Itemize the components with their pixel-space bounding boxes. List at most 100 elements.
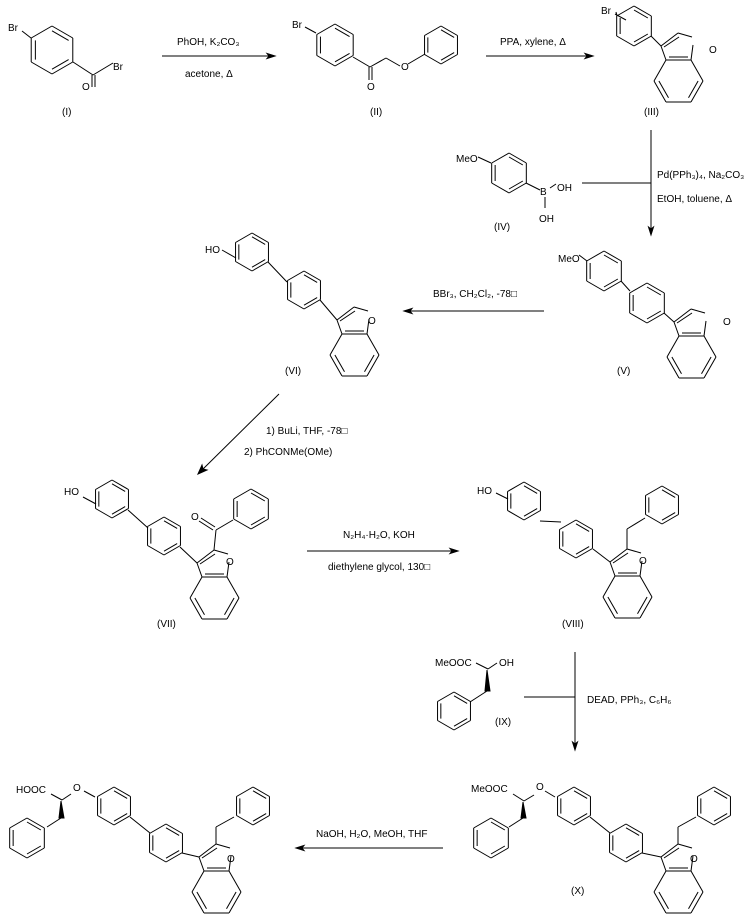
ring-bond [616,5,635,17]
benzo-double-bond [658,891,669,910]
furan-bond [196,549,215,564]
compound-IV-label: (IV) [494,222,510,233]
ring-bond [633,5,652,17]
ring-bond [473,817,492,829]
benzo-double-bond [194,597,205,616]
ring-bond [287,299,305,310]
furan-bond [660,843,679,858]
compound-X-ester: MeOOC [471,784,508,795]
ring-bond [491,182,510,194]
ring-bond [440,54,458,65]
aryl-bond [641,852,662,858]
ring-bond [453,691,471,702]
c-oh-bond [495,492,509,500]
ring-bond [149,823,167,834]
ring-bond [26,817,45,829]
aromatic-double-bond [251,259,266,268]
reaction-3-reagents: Pd(PPh₃)₄, Na₂CO₃ [657,170,744,181]
b-oh-bond [549,183,557,189]
ester-bond [475,662,489,670]
aromatic-double-bond [303,274,318,283]
ch2-bond [369,57,387,68]
ring-bond [508,182,527,194]
furan-double-bond [199,553,216,565]
ring-bond [523,510,541,521]
furan-double-bond [339,310,356,322]
aryl-bond [650,35,662,47]
aromatic-double-bond [334,27,350,38]
final-compound-acid: HOOC [16,785,46,796]
aromatic-double-bond [490,845,506,855]
compound-VI-ho: HO [205,245,220,256]
furan-bond [660,45,667,61]
ring-bond [95,479,113,490]
c-o-bond [61,793,72,801]
furan-double-bond [663,847,680,859]
compound-IX-oh: OH [499,658,514,669]
ring-bond [9,847,28,859]
compound-VI-o: O [368,316,376,327]
ring-bond [575,548,593,559]
c-ph-bond [215,519,234,531]
ring-bond [490,847,509,859]
compound-VI-label: (VI) [285,366,301,377]
compound-X-label: (X) [571,886,584,897]
ch2-ph-bond [626,517,646,530]
ring-bond [251,261,269,272]
aromatic-double-bond [453,718,468,727]
ring-bond [303,270,321,281]
furan-bond [336,306,355,321]
benzo-bond [666,335,680,358]
benzo-bond [690,870,704,893]
ring-bond [491,152,510,164]
furan-bond [353,306,369,312]
biaryl-bond [267,261,288,283]
aryl-bond [179,546,198,564]
ring-bond [559,548,577,559]
ring-bond [473,847,492,859]
compound-VII-ho: HO [64,487,79,498]
aromatic-double-bond [440,29,455,38]
ring-bond [334,55,354,67]
aromatic-double-bond [165,850,180,859]
reaction-3-conditions: EtOH, toluene, Δ [657,194,732,205]
compound-V-o: O [723,317,731,328]
furan-bond [703,320,707,337]
ring-bond [437,691,455,702]
compound-IX-label: (IX) [495,717,511,728]
benzo-double-bond [701,356,712,375]
benzo-bond [653,59,667,82]
furan-double-bond [663,36,680,48]
aromatic-double-bond [661,512,676,521]
ring-bond [235,261,253,272]
compound-III-label: (III) [644,107,659,118]
furan-bond [366,318,370,335]
furan-double-bond [201,847,218,859]
benzo-bond [189,597,203,620]
furan-bond [196,562,203,578]
ring-bond [149,852,167,863]
benzo-double-bond [658,80,669,99]
ring-bond [645,485,663,496]
aromatic-double-bond [453,695,468,704]
aryl-bond [663,312,675,323]
reaction-5-arrow [199,393,280,473]
benzo-bond [653,891,667,914]
furan-bond [677,32,693,38]
ring-bond [645,514,663,525]
furan-bond [226,561,230,578]
compound-IV-b: B [540,187,547,198]
ring-bond [646,282,665,294]
reaction-6-arrow-head [448,547,460,555]
ring-bond [575,519,593,530]
ring-bond [95,508,113,519]
ring-bond [163,545,181,556]
aromatic-double-bond [603,254,619,264]
benzo-double-bond [196,891,207,910]
aromatic-double-bond [51,30,69,41]
ring-bond [453,720,471,731]
benzo-bond [653,80,667,103]
c-oh-bond [487,662,498,670]
aromatic-double-bond [523,508,538,517]
ring-bond [287,270,305,281]
